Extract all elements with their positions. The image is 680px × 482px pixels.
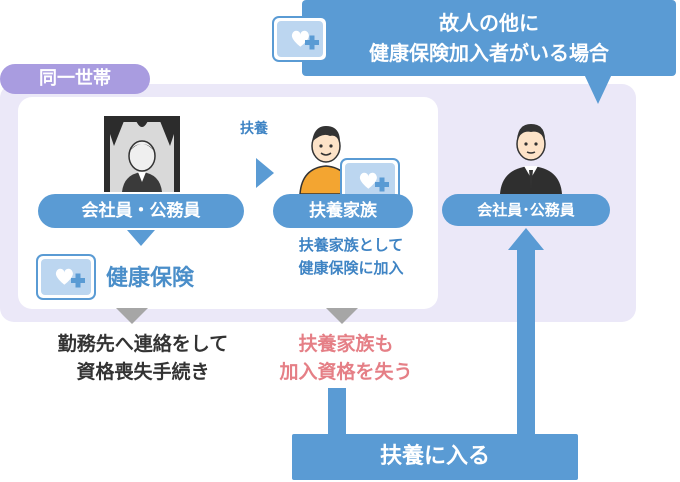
dependent-person-icon [299,126,353,194]
deceased-outcome-line-2: 資格喪失手続き [76,361,210,383]
connector-bar-right [517,246,535,438]
dependent-outcome-line-2: 加入資格を失う [279,361,413,383]
condition-bubble: 故人の他に 健康保険加入者がいる場合 [302,0,676,76]
deceased-portrait-icon [104,116,180,192]
join-dependent-box: 扶養に入る [292,434,578,480]
bubble-tail [584,74,612,104]
deceased-outcome-text: 勤務先へ連絡をして 資格喪失手続き [22,330,264,386]
dependent-arrow-label: 扶養 [240,121,268,137]
dependent-pill: 扶養家族 [273,194,413,228]
deceased-outcome-line-1: 勤務先へ連絡をして [57,333,229,355]
bubble-line-1: 故人の他に [439,11,539,35]
health-insurance-label: 健康保険 [106,266,195,291]
household-label: 同一世帯 [0,64,150,94]
health-card-icon [340,158,400,204]
dependent-line-1: 扶養家族として [298,236,404,254]
dependent-description: 扶養家族として 健康保険に加入 [266,234,436,280]
connector-bar-left [328,388,346,438]
bubble-line-2: 健康保険加入者がいる場合 [369,41,609,65]
dependent-line-2: 健康保険に加入 [298,259,404,277]
health-card-icon [36,254,96,300]
down-arrow-icon [127,230,155,246]
up-arrow-icon [508,228,544,250]
dependent-outcome-line-1: 扶養家族も [298,333,394,355]
businessman-icon [500,124,562,194]
dependent-outcome-text: 扶養家族も 加入資格を失う [246,330,446,386]
deceased-occupation-pill: 会社員・公務員 [38,194,244,228]
other-member-pill: 会社員･公務員 [442,194,610,226]
dependent-arrow-icon [256,158,274,188]
gray-down-arrow-icon [116,308,148,324]
health-card-icon [272,16,328,62]
gray-down-arrow-icon [326,308,358,324]
